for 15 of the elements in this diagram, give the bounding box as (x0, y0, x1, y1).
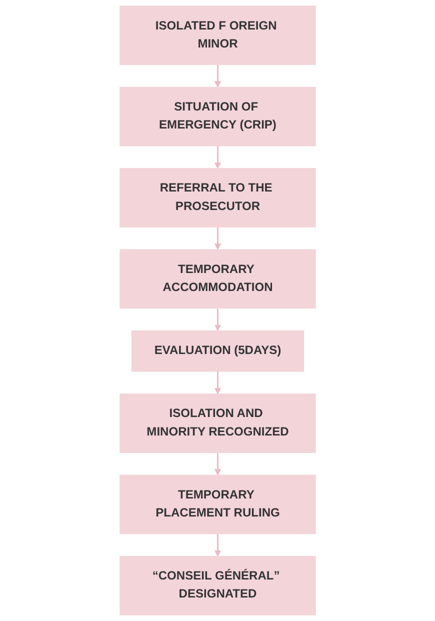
node-box: SITUATION OF EMERGENCY (CRIP) (119, 86, 316, 146)
node-box: ISOLATED F OREIGN MINOR (119, 6, 316, 66)
arrow (214, 534, 221, 557)
node-box: “CONSEIL GÉNÉRAL” DESIGNATED (119, 556, 316, 616)
arrow (214, 146, 221, 169)
arrow (214, 452, 221, 476)
arrow (214, 227, 221, 250)
node-box: TEMPORARY ACCOMMODATION (119, 249, 316, 309)
arrow (214, 64, 221, 88)
node-box: TEMPORARY PLACEMENT RULING (119, 474, 316, 534)
node-box: EVALUATION (5DAYS) (131, 330, 304, 372)
arrow (214, 308, 221, 332)
node-box: ISOLATION AND MINORITY RECOGNIZED (119, 394, 316, 453)
arrow (214, 371, 221, 394)
node-box: REFERRAL TO THE PROSECUTOR (119, 168, 316, 228)
